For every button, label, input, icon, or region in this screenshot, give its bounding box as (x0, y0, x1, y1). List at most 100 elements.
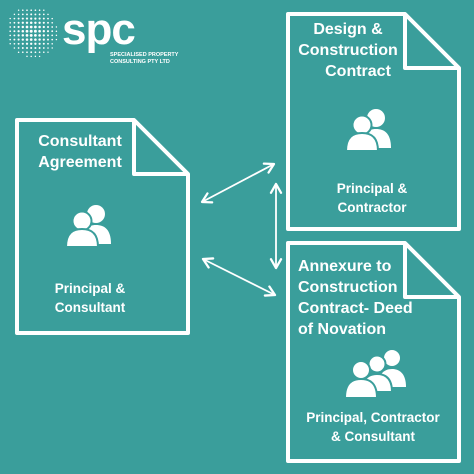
logo-dot (9, 34, 12, 37)
logo-dot (21, 47, 24, 49)
logo-dot (47, 17, 49, 20)
document-fold-corner (403, 14, 459, 70)
logo-dot (30, 17, 33, 20)
logo-dot (13, 38, 16, 41)
spc-logo: spc SPECIALISED PROPERTY CONSULTING PTY … (4, 4, 184, 68)
logo-dot (21, 38, 24, 41)
logo-dot (51, 43, 53, 45)
logo-dot (34, 46, 37, 50)
logo-dot (34, 17, 37, 20)
logo-dot (13, 21, 16, 24)
document-fold-corner (132, 120, 188, 176)
logo-dot-globe-icon (9, 9, 58, 58)
double-arrow-icon (200, 162, 276, 204)
double-arrow-icon (201, 257, 277, 297)
design-construction-contract-parties: Principal & Contractor (336, 181, 408, 215)
logo-dot (26, 55, 28, 58)
logo-dot (47, 42, 49, 45)
logo-dot (29, 25, 33, 29)
logo-dot (21, 21, 24, 24)
logo-dot (38, 51, 41, 54)
logo-dot (47, 26, 49, 28)
logo-dot (51, 34, 54, 37)
logo-dot (34, 21, 37, 25)
logo-dot (13, 47, 16, 49)
logo-dot (30, 9, 33, 12)
logo-dot (43, 9, 45, 11)
people-three-icon (343, 350, 406, 399)
logo-dot (26, 13, 28, 16)
logo-dot (38, 17, 41, 20)
logo-dot (34, 42, 37, 45)
logo-dot (13, 42, 16, 45)
logo-dot (43, 51, 45, 53)
logo-dot (13, 26, 16, 28)
logo-dot (17, 47, 20, 49)
logo-dot (21, 34, 25, 37)
logo-dot (47, 38, 49, 41)
logo-dot (21, 17, 24, 20)
logo-dot (42, 34, 45, 37)
document-fold-corner (403, 243, 459, 299)
logo-dot (47, 13, 49, 16)
consultant-agreement-parties: Principal & Consultant (54, 281, 126, 315)
logo-dot (51, 17, 53, 20)
logo-dot (17, 51, 20, 53)
logo-dot (25, 21, 29, 25)
logo-dot (46, 30, 50, 33)
logo-dot (17, 30, 20, 33)
logo-dot (21, 13, 24, 16)
logo-dot (9, 22, 11, 24)
logo-dot (34, 13, 37, 16)
logo-dot (38, 38, 41, 41)
logo-dot (29, 33, 33, 37)
logo-dot (42, 17, 45, 20)
logo-dot (25, 34, 29, 37)
logo-dot (42, 42, 45, 45)
logo-dot (38, 9, 41, 11)
logo-dot (33, 29, 37, 33)
logo-dot (13, 13, 16, 16)
logo-dot (13, 34, 16, 37)
design-construction-contract-title: Design & Construction Contract (298, 21, 398, 80)
logo-dot (30, 55, 32, 58)
logo-dot (22, 9, 24, 11)
logo-dot (26, 51, 28, 54)
people-two-icon (64, 205, 111, 248)
logo-dot (34, 55, 37, 58)
logo-dot (17, 13, 20, 16)
logo-dot (42, 47, 45, 49)
logo-dot (25, 29, 29, 33)
logo-dot (25, 38, 29, 41)
logo-dot (42, 25, 45, 29)
logo-dot (17, 34, 20, 37)
annexure-deed-of-novation-parties: Principal, Contractor & Consultant (306, 410, 440, 444)
logo-dot (17, 38, 20, 41)
logo-dot (47, 21, 49, 24)
logo-dot (25, 42, 29, 45)
logo-dot (29, 21, 33, 25)
logo-dot (25, 17, 29, 20)
logo-dot (17, 21, 20, 24)
logo-dot (29, 29, 33, 33)
logo-dot (30, 46, 33, 50)
logo-dot (21, 29, 25, 33)
logo-dot (21, 42, 24, 45)
logo-dot (55, 30, 58, 32)
logo-dot (38, 42, 41, 45)
logo-dot (47, 47, 49, 49)
logo-dot (51, 38, 54, 41)
logo-dot (42, 30, 45, 33)
logo-dot (26, 9, 28, 12)
logo-dot (38, 55, 41, 58)
logo-dot (13, 17, 16, 20)
logo-dot (34, 9, 37, 12)
document-consultant-agreement (15, 118, 190, 335)
logo-dot (55, 26, 58, 28)
logo-dot (42, 38, 45, 41)
logo-dot (26, 47, 28, 49)
logo-dot (30, 13, 33, 16)
logo-dot (30, 42, 33, 45)
logo-dot (21, 25, 25, 29)
